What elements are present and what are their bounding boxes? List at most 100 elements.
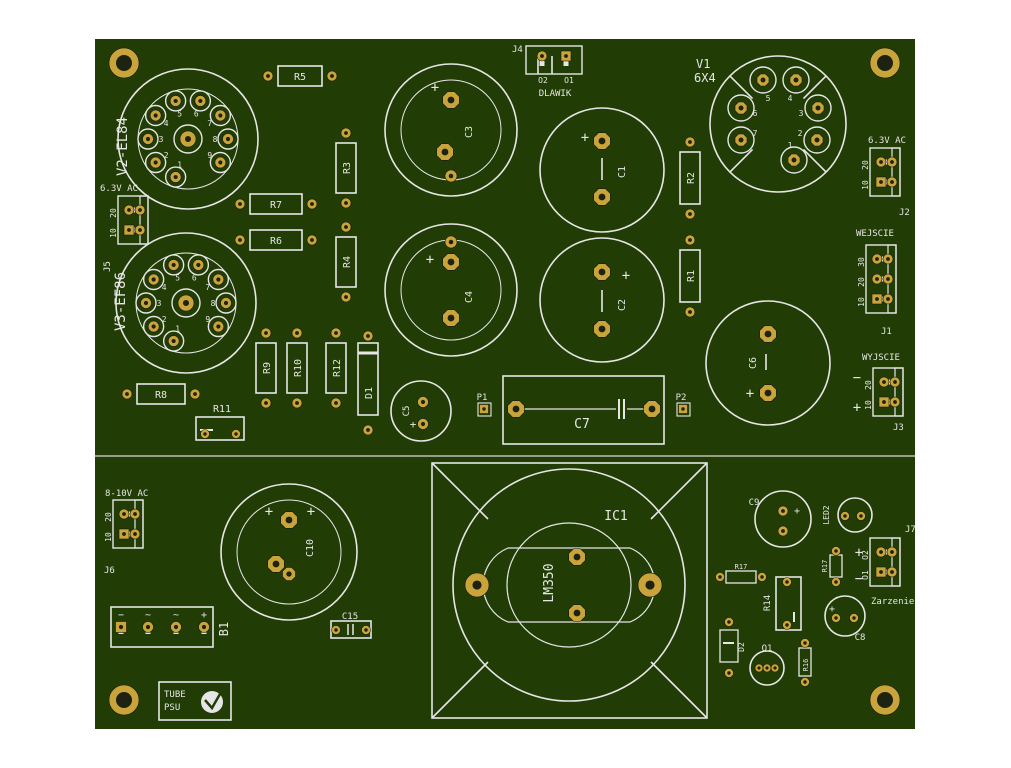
j1-pin3-label: 30	[857, 257, 866, 267]
v1-key-line-3	[729, 75, 754, 100]
v2-socket-outline	[117, 68, 259, 210]
j7-pin-pad-b-1-hole	[890, 550, 894, 554]
v3-pin-pad-1-hole	[171, 338, 176, 344]
ic1-ref-label: IC1	[604, 509, 627, 524]
v3-pin-ring-3	[135, 292, 157, 314]
v2-pin-pad-6-hole	[198, 98, 203, 104]
j7-pin2-label: O2	[861, 550, 870, 560]
r1-pad-2-hole	[688, 310, 692, 314]
v3-pin-num-7: 7	[205, 283, 210, 292]
j4-ref: J4	[512, 45, 523, 55]
j1-pin-pad-2-hole	[875, 277, 879, 281]
logo-line-1: TUBE	[164, 690, 186, 700]
c5-pad-2-hole	[420, 421, 426, 427]
r11-label: R11	[213, 404, 231, 415]
c8-pad-1-hole	[834, 616, 838, 620]
v2-pin-ring-7	[209, 104, 232, 127]
v3-center-ring	[171, 288, 201, 318]
c10-inner-ring	[236, 499, 342, 605]
d1-pad-2-hole	[366, 428, 370, 432]
p1-label: P1	[477, 393, 488, 403]
c7-label: C7	[574, 417, 590, 432]
b1-pad-plus-hole	[201, 624, 207, 630]
ic1-heatsink-circle	[452, 468, 686, 702]
v2-pin-num-3: 3	[159, 135, 164, 144]
ic1-corner-tl	[431, 462, 489, 520]
j2-title: 6.3V AC	[868, 136, 906, 146]
d1-body	[357, 342, 379, 416]
c4-pad-aux-hole	[448, 239, 454, 245]
ic1-pin-pad-2-hole	[573, 609, 581, 617]
v1-key-line-2	[729, 148, 754, 173]
r7-pad-1-hole	[238, 202, 242, 206]
v2-pin-ring-5	[164, 90, 187, 112]
c10-outline	[220, 483, 358, 621]
c1-pad-minus-hole	[598, 193, 606, 201]
b1-pad-minus-hole	[118, 624, 124, 630]
r12-body	[325, 342, 347, 394]
j2-ref: J2	[899, 208, 910, 218]
j1-pin-pad-b-2-hole	[886, 277, 890, 281]
c6-outline	[705, 300, 831, 426]
d2-pad-1-hole	[727, 620, 731, 624]
b1-outline	[110, 606, 214, 648]
r5-label: R5	[294, 72, 306, 83]
j2-pin2-label: 20	[861, 160, 870, 170]
v2-pin-pad-4-hole	[153, 113, 158, 118]
c15-pad-1-hole	[334, 628, 338, 632]
r2-label: R2	[686, 172, 697, 184]
j4-housing	[525, 45, 583, 75]
v3-pin-ring-2	[142, 315, 165, 338]
c6-pad-plus-hole	[764, 330, 772, 338]
c3-plus-mark: +	[431, 80, 439, 96]
b1-pad-ac2-hole	[173, 624, 179, 630]
v2-pin-pad-5-hole	[173, 98, 178, 104]
v3-pin-ring-8	[215, 292, 237, 314]
c10-pad-plus-hole	[285, 516, 293, 524]
r3-label: R3	[342, 162, 353, 174]
r4-pad-1-hole	[344, 225, 348, 229]
j7-ref: J7	[905, 525, 916, 535]
j7-plus: +	[855, 545, 863, 561]
j1-pin-pad-1-hole	[875, 257, 879, 261]
r12-pad-1-hole	[334, 331, 338, 335]
v1-pin-num-5: 5	[766, 94, 771, 103]
b1-pad-ac1-hole	[145, 624, 151, 630]
c9-label: C9	[749, 498, 760, 508]
c2-plus-mark: +	[622, 268, 630, 284]
j5-pin-pad-2-hole	[127, 228, 131, 232]
c2-pad-plus-hole	[598, 268, 606, 276]
j1-title: WEJSCIE	[856, 229, 894, 239]
d1-pad-1-hole	[366, 334, 370, 338]
v1-pin-pad-4-hole	[793, 77, 799, 83]
r1-pad-1-hole	[688, 238, 692, 242]
v3-pin-ring-5	[162, 254, 185, 276]
v2-pin-pad-1-hole	[173, 174, 178, 180]
r14-pad-1-hole	[785, 580, 789, 584]
r16-pad-1-hole	[718, 575, 722, 579]
c3-pad-aux-hole	[448, 173, 454, 179]
r3-body	[335, 142, 357, 194]
v3-pin-num-6: 6	[192, 273, 197, 282]
v2-pin-num-2: 2	[164, 151, 169, 160]
j6-pin1-label: 10	[104, 532, 113, 542]
r8-body	[136, 383, 186, 405]
r2-body	[679, 151, 701, 205]
v3-socket-outline	[115, 232, 257, 374]
r9-pad-2-hole	[264, 401, 268, 405]
j5-title: 6.3V AC	[100, 184, 138, 194]
j3-pin-pad-b-1-hole	[893, 380, 897, 384]
v2-pin-ring-9	[209, 151, 232, 174]
j3-title: WYJSCIE	[862, 353, 900, 363]
c4-pad-minus-hole	[447, 314, 455, 322]
p1-pad-hole	[482, 407, 486, 411]
v2-pin-num-9: 9	[207, 151, 212, 160]
j4-pin2-label: O2	[538, 76, 548, 85]
b1-ref: B1	[217, 622, 231, 636]
b1-plus-label: +	[201, 610, 207, 621]
logo-line-2: PSU	[164, 703, 180, 713]
v3-pin-pad-8-hole	[223, 300, 229, 306]
v1-pin-num-1: 1	[788, 141, 793, 150]
v1-pin-ring-2	[803, 126, 831, 154]
mounting-hole-3-drill	[116, 692, 132, 708]
